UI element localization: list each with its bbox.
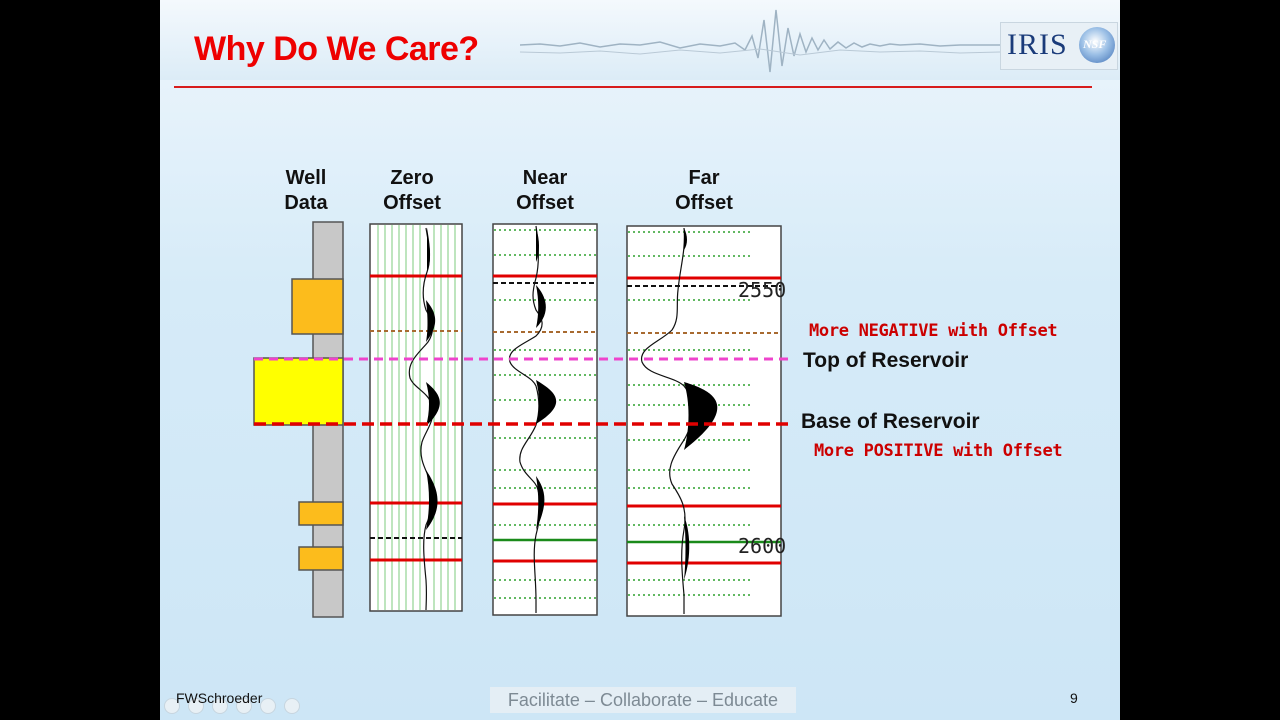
heading-line1: Near bbox=[522, 167, 568, 189]
column-heading-zero-offset: Zero Offset bbox=[357, 166, 467, 216]
footer-motto: Facilitate – Collaborate – Educate bbox=[490, 687, 796, 713]
well-layer bbox=[291, 278, 344, 335]
heading-line1: Zero bbox=[390, 167, 434, 189]
iris-logo: IRIS NSF bbox=[1000, 22, 1118, 70]
well-log bbox=[253, 221, 344, 618]
base-reservoir-label: Base of Reservoir bbox=[801, 410, 980, 433]
heading-line2: Offset bbox=[516, 192, 574, 214]
nav-prev-icon[interactable] bbox=[164, 698, 180, 714]
nav-next-icon[interactable] bbox=[188, 698, 204, 714]
more-negative-note: More NEGATIVE with Offset bbox=[809, 321, 1058, 341]
near-offset-panel bbox=[492, 223, 598, 616]
title-divider bbox=[174, 86, 1092, 88]
reservoir-layer bbox=[253, 357, 344, 426]
depth-label: 2600 bbox=[738, 534, 786, 558]
more-positive-note: More POSITIVE with Offset bbox=[814, 441, 1063, 461]
slide-nav-controls[interactable] bbox=[164, 698, 308, 719]
slide-title: Why Do We Care? bbox=[194, 30, 479, 68]
well-layer bbox=[298, 546, 344, 571]
page-number: 9 bbox=[1070, 690, 1078, 706]
heading-line2: Offset bbox=[383, 192, 441, 214]
more-icon[interactable] bbox=[284, 698, 300, 714]
zoom-icon[interactable] bbox=[260, 698, 276, 714]
iris-logo-text: IRIS bbox=[1007, 28, 1068, 61]
well-layer bbox=[298, 501, 344, 526]
avo-diagram: 2550 2600 bbox=[253, 221, 792, 618]
header-band bbox=[160, 0, 1120, 80]
heading-line2: Offset bbox=[675, 192, 733, 214]
column-heading-well-data: Well Data bbox=[251, 166, 361, 216]
zero-offset-panel bbox=[369, 223, 463, 612]
nsf-logo: NSF bbox=[1079, 27, 1115, 63]
column-heading-near-offset: Near Offset bbox=[490, 166, 600, 216]
slides-icon[interactable] bbox=[236, 698, 252, 714]
nsf-logo-text: NSF bbox=[1083, 37, 1107, 51]
seismogram-decoration bbox=[520, 9, 1000, 73]
far-offset-panel: 2550 2600 bbox=[626, 225, 786, 617]
footer-author: FWSchroeder bbox=[176, 690, 263, 706]
top-reservoir-label: Top of Reservoir bbox=[803, 349, 969, 372]
depth-label: 2550 bbox=[738, 278, 786, 302]
column-heading-far-offset: Far Offset bbox=[649, 166, 759, 216]
heading-line2: Data bbox=[284, 192, 328, 214]
pen-icon[interactable] bbox=[212, 698, 228, 714]
slide: Why Do We Care? IRIS NSF Well Data Zero … bbox=[160, 0, 1120, 720]
heading-line1: Well bbox=[285, 167, 327, 189]
heading-line1: Far bbox=[688, 167, 720, 189]
